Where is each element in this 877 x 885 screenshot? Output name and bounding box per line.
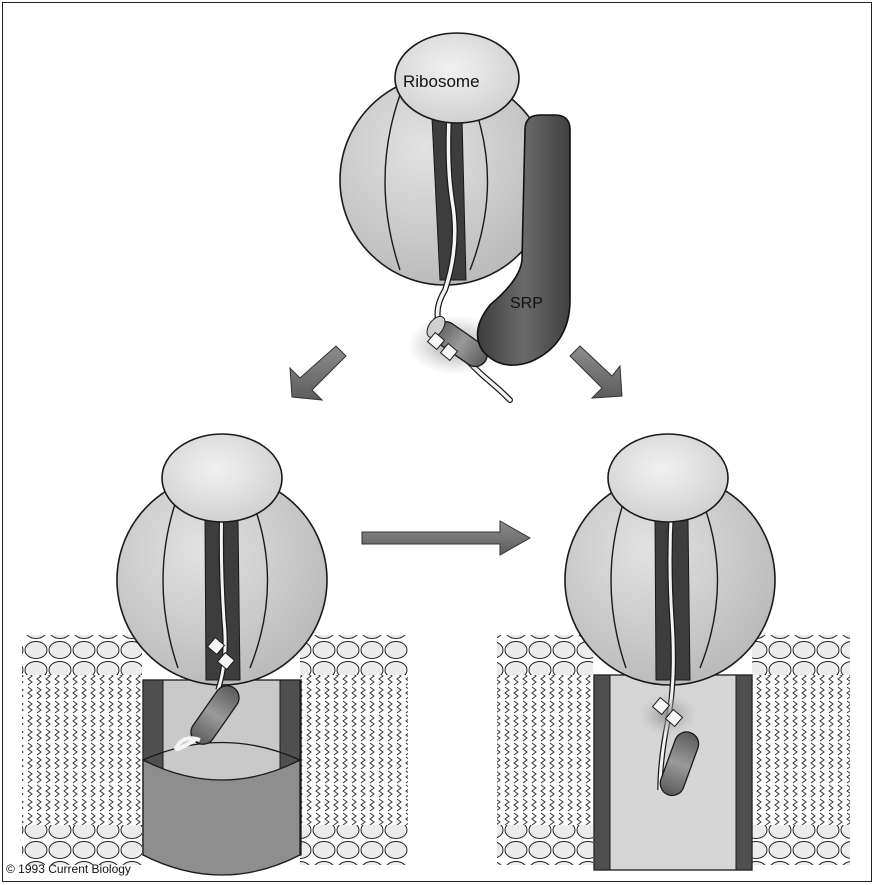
arrow-down-right-icon [570,346,622,398]
copyright-notice: © 1993 Current Biology [6,862,131,876]
ribosome-label: Ribosome [403,72,480,92]
left-membrane-complex [18,434,410,875]
lipid-headgroups-bottom-left [22,825,142,865]
right-membrane-complex [497,434,850,870]
arrow-right-icon [362,521,530,555]
arrow-down-left-icon [290,346,346,400]
lipid-headgroups-top-left [22,635,142,675]
srp-label: SRP [510,295,543,313]
lipid-tails-left [22,675,142,825]
